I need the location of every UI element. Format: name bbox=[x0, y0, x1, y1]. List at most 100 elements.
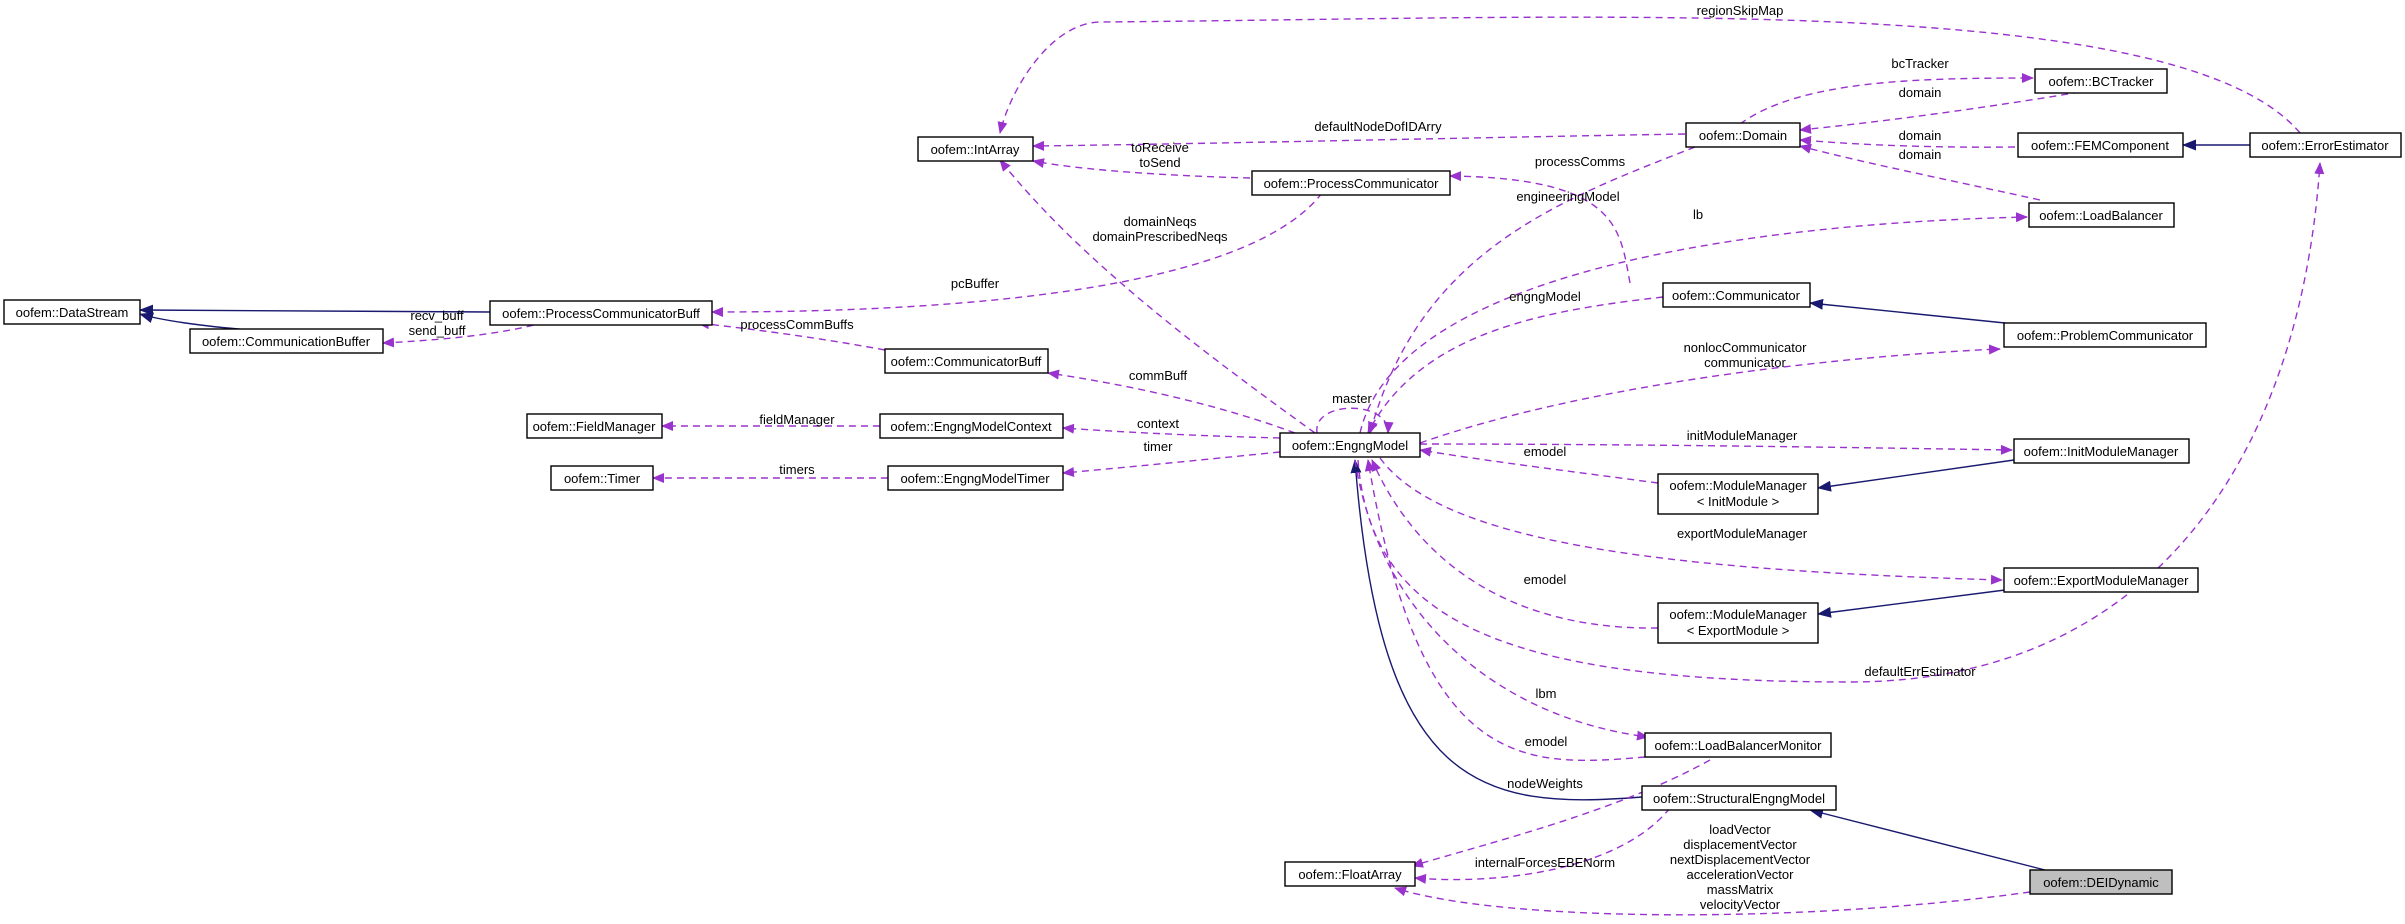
node-timer-label: oofem::Timer bbox=[564, 471, 641, 486]
label-accelerationvector: accelerationVector bbox=[1687, 867, 1795, 882]
node-communicationbuffer[interactable]: oofem::CommunicationBuffer bbox=[189, 328, 384, 354]
node-communicator-label: oofem::Communicator bbox=[1672, 288, 1801, 303]
node-modulemanager-exportmodule[interactable]: oofem::ModuleManager < ExportModule > bbox=[1657, 602, 1819, 644]
edge-deidynamic-inherits-structural bbox=[1809, 807, 2046, 871]
label-send-buff: send_buff bbox=[409, 323, 466, 338]
label-communicator: communicator bbox=[1704, 355, 1786, 370]
node-engngmodel-label: oofem::EngngModel bbox=[1292, 438, 1408, 453]
label-domain-bc: domain bbox=[1899, 85, 1942, 100]
node-timer[interactable]: oofem::Timer bbox=[550, 465, 654, 491]
node-modulemanager-exportmodule-label-1: oofem::ModuleManager bbox=[1669, 607, 1807, 622]
label-processcomms: processComms bbox=[1535, 154, 1626, 169]
edge-lb bbox=[1359, 212, 2028, 434]
node-engngmodeltimer[interactable]: oofem::EngngModelTimer bbox=[887, 465, 1064, 491]
label-recv-buff: recv_buff bbox=[410, 308, 464, 323]
node-modulemanager-exportmodule-label-2: < ExportModule > bbox=[1687, 623, 1790, 638]
node-exportmodulemanager[interactable]: oofem::ExportModuleManager bbox=[2003, 567, 2199, 593]
node-structuralengngmodel-label: oofem::StructuralEngngModel bbox=[1653, 791, 1825, 806]
edge-structural-inherits-engngmodel bbox=[1350, 459, 1643, 801]
node-modulemanager-initmodule-label-1: oofem::ModuleManager bbox=[1669, 478, 1807, 493]
edge-lbm bbox=[1354, 459, 1649, 741]
node-bctracker[interactable]: oofem::BCTracker bbox=[2034, 68, 2168, 94]
edge-emodel-init bbox=[1419, 446, 1659, 484]
label-lbm: lbm bbox=[1536, 686, 1557, 701]
edge-timer bbox=[1062, 451, 1281, 478]
node-processcommunicator[interactable]: oofem::ProcessCommunicator bbox=[1251, 170, 1451, 196]
edge-pcbuffer bbox=[711, 192, 1323, 317]
node-communicatorbuff-label: oofem::CommunicatorBuff bbox=[891, 354, 1042, 369]
label-loadvector: loadVector bbox=[1709, 822, 1771, 837]
label-nonloccommunicator: nonlocCommunicator bbox=[1684, 340, 1808, 355]
node-femcomponent[interactable]: oofem::FEMComponent bbox=[2017, 132, 2184, 158]
node-engngmodelcontext-label: oofem::EngngModelContext bbox=[890, 419, 1052, 434]
node-floatarray[interactable]: oofem::FloatArray bbox=[1284, 861, 1416, 887]
label-fieldmanager: fieldManager bbox=[759, 412, 835, 427]
edge-engngmodel-from-communicator bbox=[1367, 296, 1664, 434]
edge-engineeringmodel bbox=[1368, 146, 1696, 434]
node-errorestimator[interactable]: oofem::ErrorEstimator bbox=[2249, 132, 2402, 158]
node-communicator[interactable]: oofem::Communicator bbox=[1662, 282, 1811, 308]
node-exportmodulemanager-label: oofem::ExportModuleManager bbox=[2014, 573, 2190, 588]
edge-exportmodulemanager bbox=[1379, 457, 2003, 585]
edge-initmodulemanager bbox=[1419, 443, 2013, 455]
node-intarray-label: oofem::IntArray bbox=[931, 142, 1020, 157]
edge-emodel-export bbox=[1371, 459, 1659, 629]
node-deidynamic-label: oofem::DEIDynamic bbox=[2043, 875, 2159, 890]
node-processcommunicatorbuff[interactable]: oofem::ProcessCommunicatorBuff bbox=[489, 300, 713, 326]
label-domainprescribedneqs: domainPrescribedNeqs bbox=[1092, 229, 1228, 244]
label-initmodulemanager: initModuleManager bbox=[1687, 428, 1798, 443]
node-floatarray-label: oofem::FloatArray bbox=[1298, 867, 1402, 882]
label-commbuff: commBuff bbox=[1129, 368, 1188, 383]
node-engngmodelcontext[interactable]: oofem::EngngModelContext bbox=[879, 413, 1064, 439]
label-exportmodulemanager: exportModuleManager bbox=[1677, 526, 1808, 541]
node-processcommunicatorbuff-label: oofem::ProcessCommunicatorBuff bbox=[502, 306, 700, 321]
label-processcommbuffs: processCommBuffs bbox=[740, 317, 854, 332]
node-communicatorbuff[interactable]: oofem::CommunicatorBuff bbox=[884, 348, 1049, 374]
label-displacementvector: displacementVector bbox=[1683, 837, 1797, 852]
edge-emodel-lbm bbox=[1364, 459, 1646, 762]
edge-domain-from-loadbalancer bbox=[1799, 144, 2041, 201]
label-engngmodel: engngModel bbox=[1509, 289, 1581, 304]
node-intarray[interactable]: oofem::IntArray bbox=[917, 136, 1034, 162]
node-domain[interactable]: oofem::Domain bbox=[1685, 122, 1801, 148]
edge-bctracker bbox=[1739, 73, 2034, 125]
node-engngmodel[interactable]: oofem::EngngModel bbox=[1279, 432, 1421, 458]
edge-problemcommunicator-inherits-communicator bbox=[1809, 298, 2006, 324]
edge-defaulterrestimator bbox=[1357, 162, 2325, 683]
node-fieldmanager-label: oofem::FieldManager bbox=[533, 419, 657, 434]
label-defaulterrestimator: defaultErrEstimator bbox=[1864, 664, 1976, 679]
label-nextdisplacementvector: nextDisplacementVector bbox=[1670, 852, 1811, 867]
node-fieldmanager[interactable]: oofem::FieldManager bbox=[526, 413, 663, 439]
node-loadbalancer[interactable]: oofem::LoadBalancer bbox=[2028, 202, 2175, 228]
node-bctracker-label: oofem::BCTracker bbox=[2049, 74, 2155, 89]
edge-domainneqs bbox=[999, 159, 1316, 434]
node-datastream-label: oofem::DataStream bbox=[16, 305, 129, 320]
node-processcommunicator-label: oofem::ProcessCommunicator bbox=[1264, 176, 1440, 191]
edge-nonloccommunicator bbox=[1419, 344, 2001, 444]
edge-master bbox=[1316, 407, 1394, 434]
node-initmodulemanager[interactable]: oofem::InitModuleManager bbox=[2013, 438, 2190, 464]
edge-nodeweights bbox=[1411, 759, 1711, 868]
edge-domain-from-femcomponent bbox=[1799, 135, 2016, 148]
node-loadbalancermonitor[interactable]: oofem::LoadBalancerMonitor bbox=[1644, 732, 1832, 758]
node-engngmodeltimer-label: oofem::EngngModelTimer bbox=[900, 471, 1050, 486]
node-structuralengngmodel[interactable]: oofem::StructuralEngngModel bbox=[1641, 785, 1837, 811]
label-domainneqs: domainNeqs bbox=[1124, 214, 1197, 229]
node-loadbalancer-label: oofem::LoadBalancer bbox=[2039, 208, 2163, 223]
edge-pcbuff-inherits-datastream bbox=[139, 304, 491, 316]
node-modulemanager-initmodule[interactable]: oofem::ModuleManager < InitModule > bbox=[1657, 473, 1819, 515]
label-tosend: toSend bbox=[1139, 155, 1180, 170]
node-deidynamic[interactable]: oofem::DEIDynamic bbox=[2029, 869, 2173, 895]
label-regionskipmap: regionSkipMap bbox=[1697, 3, 1784, 18]
label-nodeweights: nodeWeights bbox=[1507, 776, 1583, 791]
edge-processcomms bbox=[1449, 171, 1631, 284]
node-modulemanager-initmodule-label-2: < InitModule > bbox=[1697, 494, 1779, 509]
node-loadbalancermonitor-label: oofem::LoadBalancerMonitor bbox=[1655, 738, 1823, 753]
label-timer: timer bbox=[1144, 439, 1174, 454]
edge-defaultnodedofidarry bbox=[1032, 133, 1686, 151]
node-datastream[interactable]: oofem::DataStream bbox=[3, 299, 141, 325]
label-domain-fem: domain bbox=[1899, 128, 1942, 143]
edge-commbuff bbox=[1047, 369, 1296, 434]
node-problemcommunicator[interactable]: oofem::ProblemCommunicator bbox=[2003, 322, 2207, 348]
